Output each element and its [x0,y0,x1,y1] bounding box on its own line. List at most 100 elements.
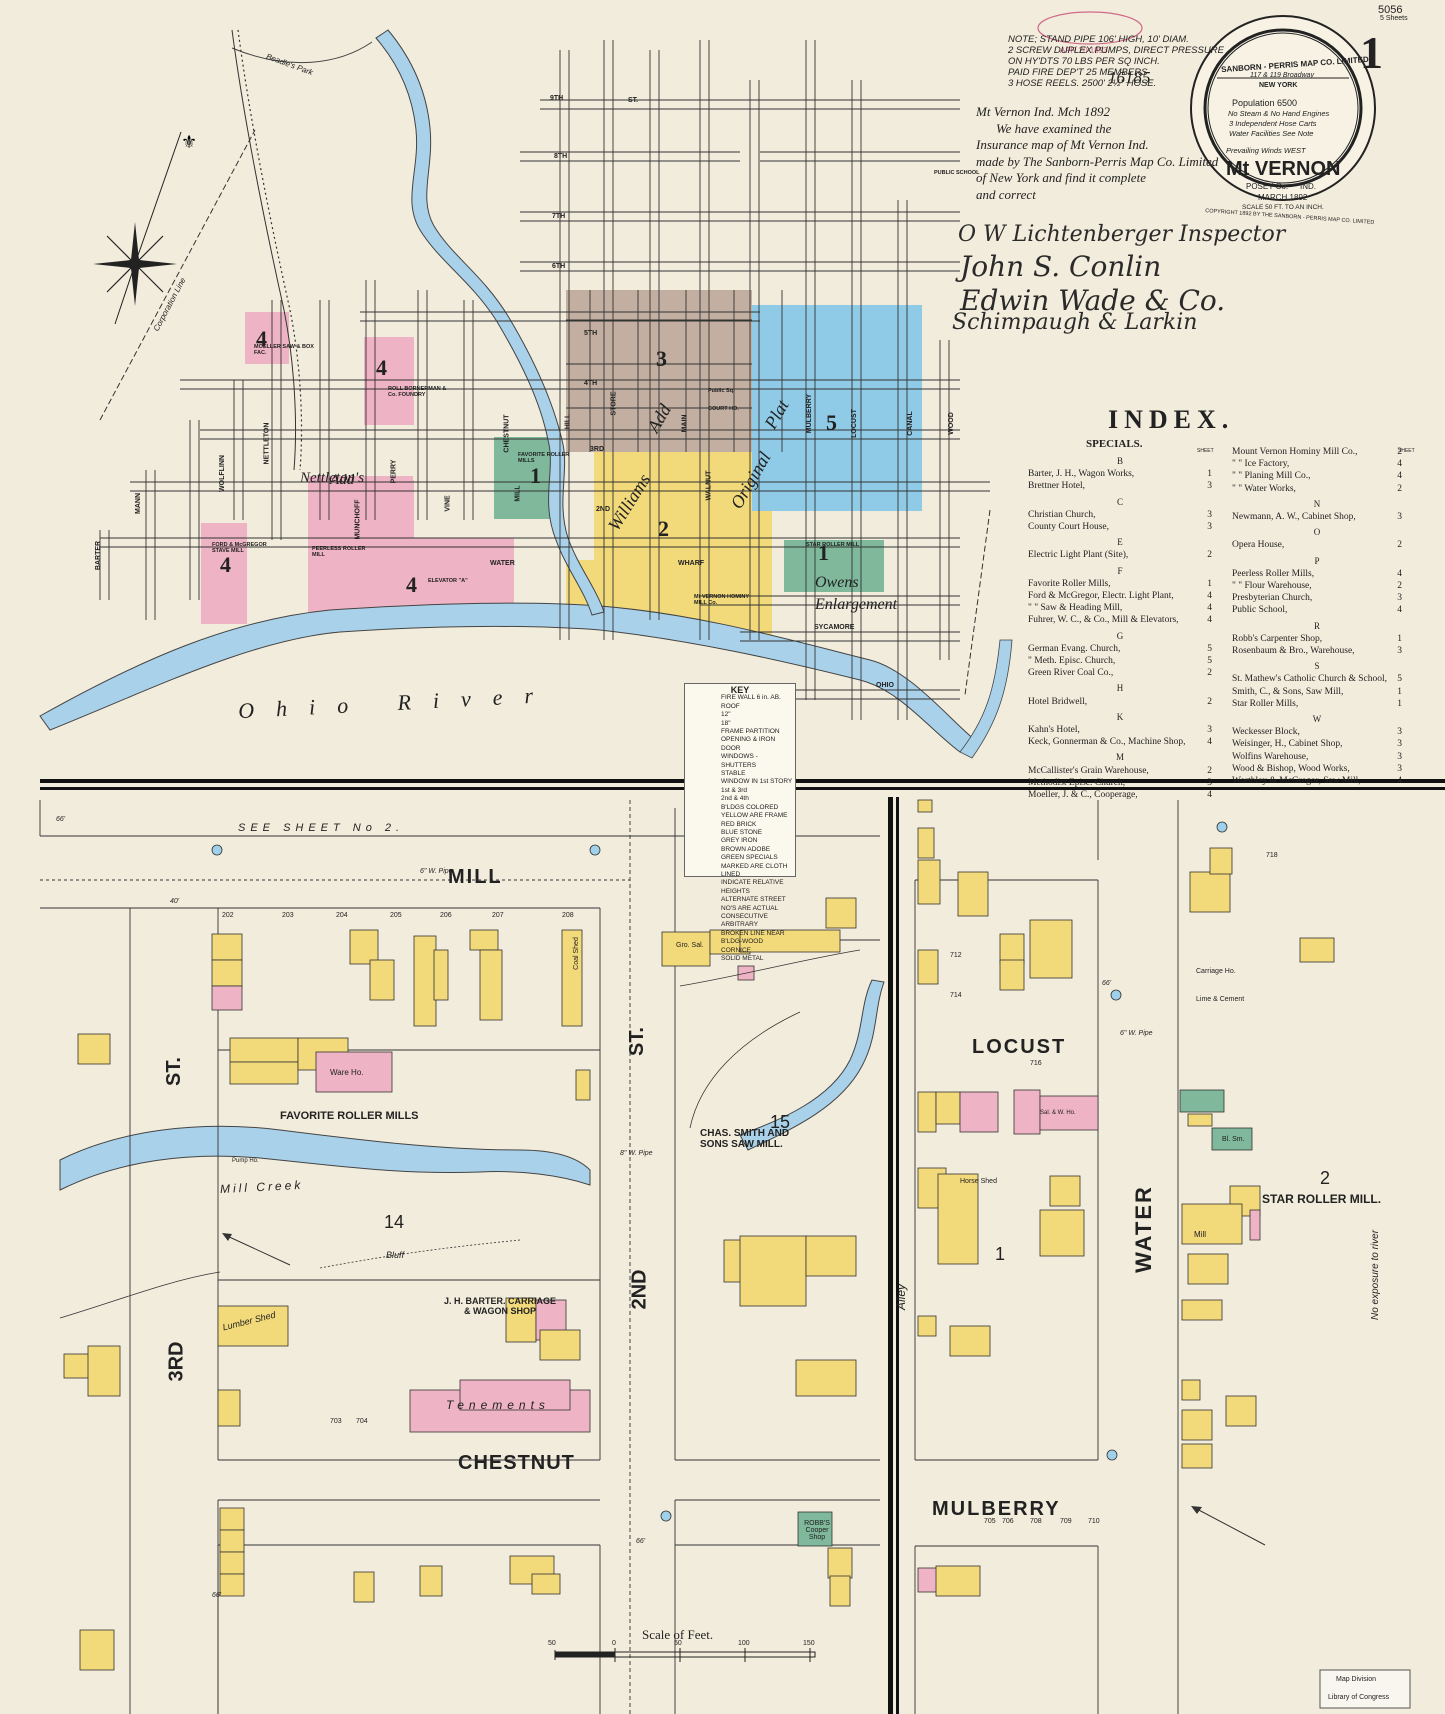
building [413,935,437,1027]
index-entry: " " Ice Factory,4 [1232,458,1402,470]
signature-larkin: Schimpaugh & Larkin [952,310,1198,335]
key-row: B'LDGS COLORED YELLOW ARE FRAME [721,803,788,820]
index-entry-name: Christian Church, [1028,509,1096,520]
place-label: MOELLER SAW & BOX FAC. [254,344,314,356]
index-entry-sheet: 4 [1397,605,1402,616]
label-lime-cement: Lime & Cement [1196,996,1245,1003]
building [935,1091,961,1125]
pipe-label: 66' [212,1592,222,1599]
mill-creek-lower [59,1125,591,1191]
index-entry: Weisinger, H., Cabinet Shop,3 [1232,738,1402,750]
building [219,1551,245,1575]
street-name-vertical: HILL [564,413,572,430]
index-entry-name: " " Water Works, [1232,483,1296,494]
place-label: FAVORITE ROLLER MILLS [518,452,570,464]
index-entry-name: Moeller, J. & C., Cooperage, [1028,790,1138,801]
label-mill: Mill [1194,1230,1206,1239]
index-entry-name: " " Ice Factory, [1232,459,1290,470]
seal-hose: 3 Independent Hose Carts [1229,119,1317,128]
block-number: 1 [818,540,829,565]
index-entry: Hotel Bridwell,2 [1028,696,1212,708]
addition-label: Nettleton's [300,470,365,486]
house-number: 204 [336,912,348,919]
index-entry: " Meth. Episc. Church,5 [1028,655,1212,667]
scale-tick: 150 [803,1640,815,1647]
addition-label: Enlargement [815,596,898,613]
block-4-brick [308,476,413,538]
key-row: 12" [721,711,731,719]
index-letter: E [1117,537,1123,548]
index-entry-sheet: 4 [1207,591,1212,602]
index-entry-name: Brettner Hotel, [1028,481,1085,492]
index-entry-sheet: 3 [1397,646,1402,657]
building [805,1235,857,1277]
index-entry: Brettner Hotel,3 [1028,480,1212,492]
building [1187,1253,1229,1285]
street-name-vertical: PERRY [390,459,398,484]
street-name-vertical: BARTER [95,540,103,571]
key-row: SOLID METAL [721,955,764,962]
building [1187,1113,1213,1127]
key-row: 1st & 3rd [721,786,748,794]
street-name-vertical: LOCUST [850,409,858,438]
note-line: 2 SCREW DUPLEX PUMPS, DIRECT PRESSURE [1008,45,1224,56]
building [79,1629,115,1671]
street-grid-top [99,40,990,720]
index-entry-name: Public School, [1232,605,1288,616]
index-entry-name: Smith, C., & Sons, Saw Mill, [1232,686,1344,697]
index-entry-sheet: 3 [1207,509,1212,520]
index-entry: " " Flour Warehouse,2 [1232,580,1402,592]
index-entry: Star Roller Mills,1 [1232,698,1402,710]
index-entry: Worthley & McGregor, Saw Mill,4 [1232,775,1402,787]
pipe-label: 40' [170,898,180,905]
index-entry-name: St. Mathew's Catholic Church & School, [1232,674,1388,685]
house-number: 706 [1002,1518,1014,1525]
block-number: 2 [1320,1168,1331,1188]
block-number: 15 [770,1112,791,1132]
index-entry-name: Favorite Roller Mills, [1028,578,1111,589]
index-entry-name: Wood & Bishop, Wood Works, [1232,763,1350,774]
building [949,1325,991,1357]
index-entry-name: Rosenbaum & Bro., Warehouse, [1232,646,1355,657]
railroad-rail [231,29,297,471]
index-sheet-label: SHEET [1398,448,1415,454]
index-entry-name: Keck, Gonnerman & Co., Machine Shop, [1028,737,1186,748]
note-line: PAID FIRE DEP'T 25 MEMBERS [1008,67,1148,78]
key-row: STABLE [721,770,746,778]
building [1049,1175,1081,1207]
north-fleur-icon: ⚜ [181,132,197,152]
index-entry-sheet: 3 [1397,751,1402,762]
index-entry: Methodist Episc. Church,3 [1028,777,1212,789]
label-coal-shed: Coal Shed [572,937,580,970]
park-line [231,41,373,64]
company-seal [1190,15,1376,201]
building [63,1353,91,1379]
label-horse-shed: Horse Shed [960,1178,997,1185]
house-number: 709 [1060,1518,1072,1525]
index-entry-sheet: 1 [1397,698,1402,709]
sheet-number: 1 [1360,27,1383,78]
building [795,1359,857,1397]
sheet-code-sub: 5 Sheets [1380,15,1408,22]
block-4-brick [364,337,414,425]
index-entry-name: " " Flour Warehouse, [1232,581,1312,592]
index-entry-sheet: 2 [1207,696,1212,707]
bluff-label: Bluff [386,1250,405,1260]
index-entry-sheet: 3 [1207,777,1212,788]
building [1181,1443,1213,1469]
scale-tick: 100 [738,1640,750,1647]
index-letter: B [1116,456,1123,466]
index-entry: " " Water Works, 2 [1232,483,1402,495]
index-entry-sheet: 2 [1397,483,1402,494]
house-number: 716 [1030,1060,1042,1067]
street-name-top: ST. [628,97,639,104]
scale-bar [554,1648,816,1662]
street-name-vertical: MULBERRY [806,393,814,434]
building [1181,1299,1223,1321]
label-barter: J. H. BARTER. CARRIAGE & WAGON SHOP [443,1296,556,1316]
scale-tick: 50 [674,1640,682,1647]
label-alley: Alley [894,1283,909,1311]
index-entry-name: Worthley & McGregor, Saw Mill, [1232,776,1361,787]
